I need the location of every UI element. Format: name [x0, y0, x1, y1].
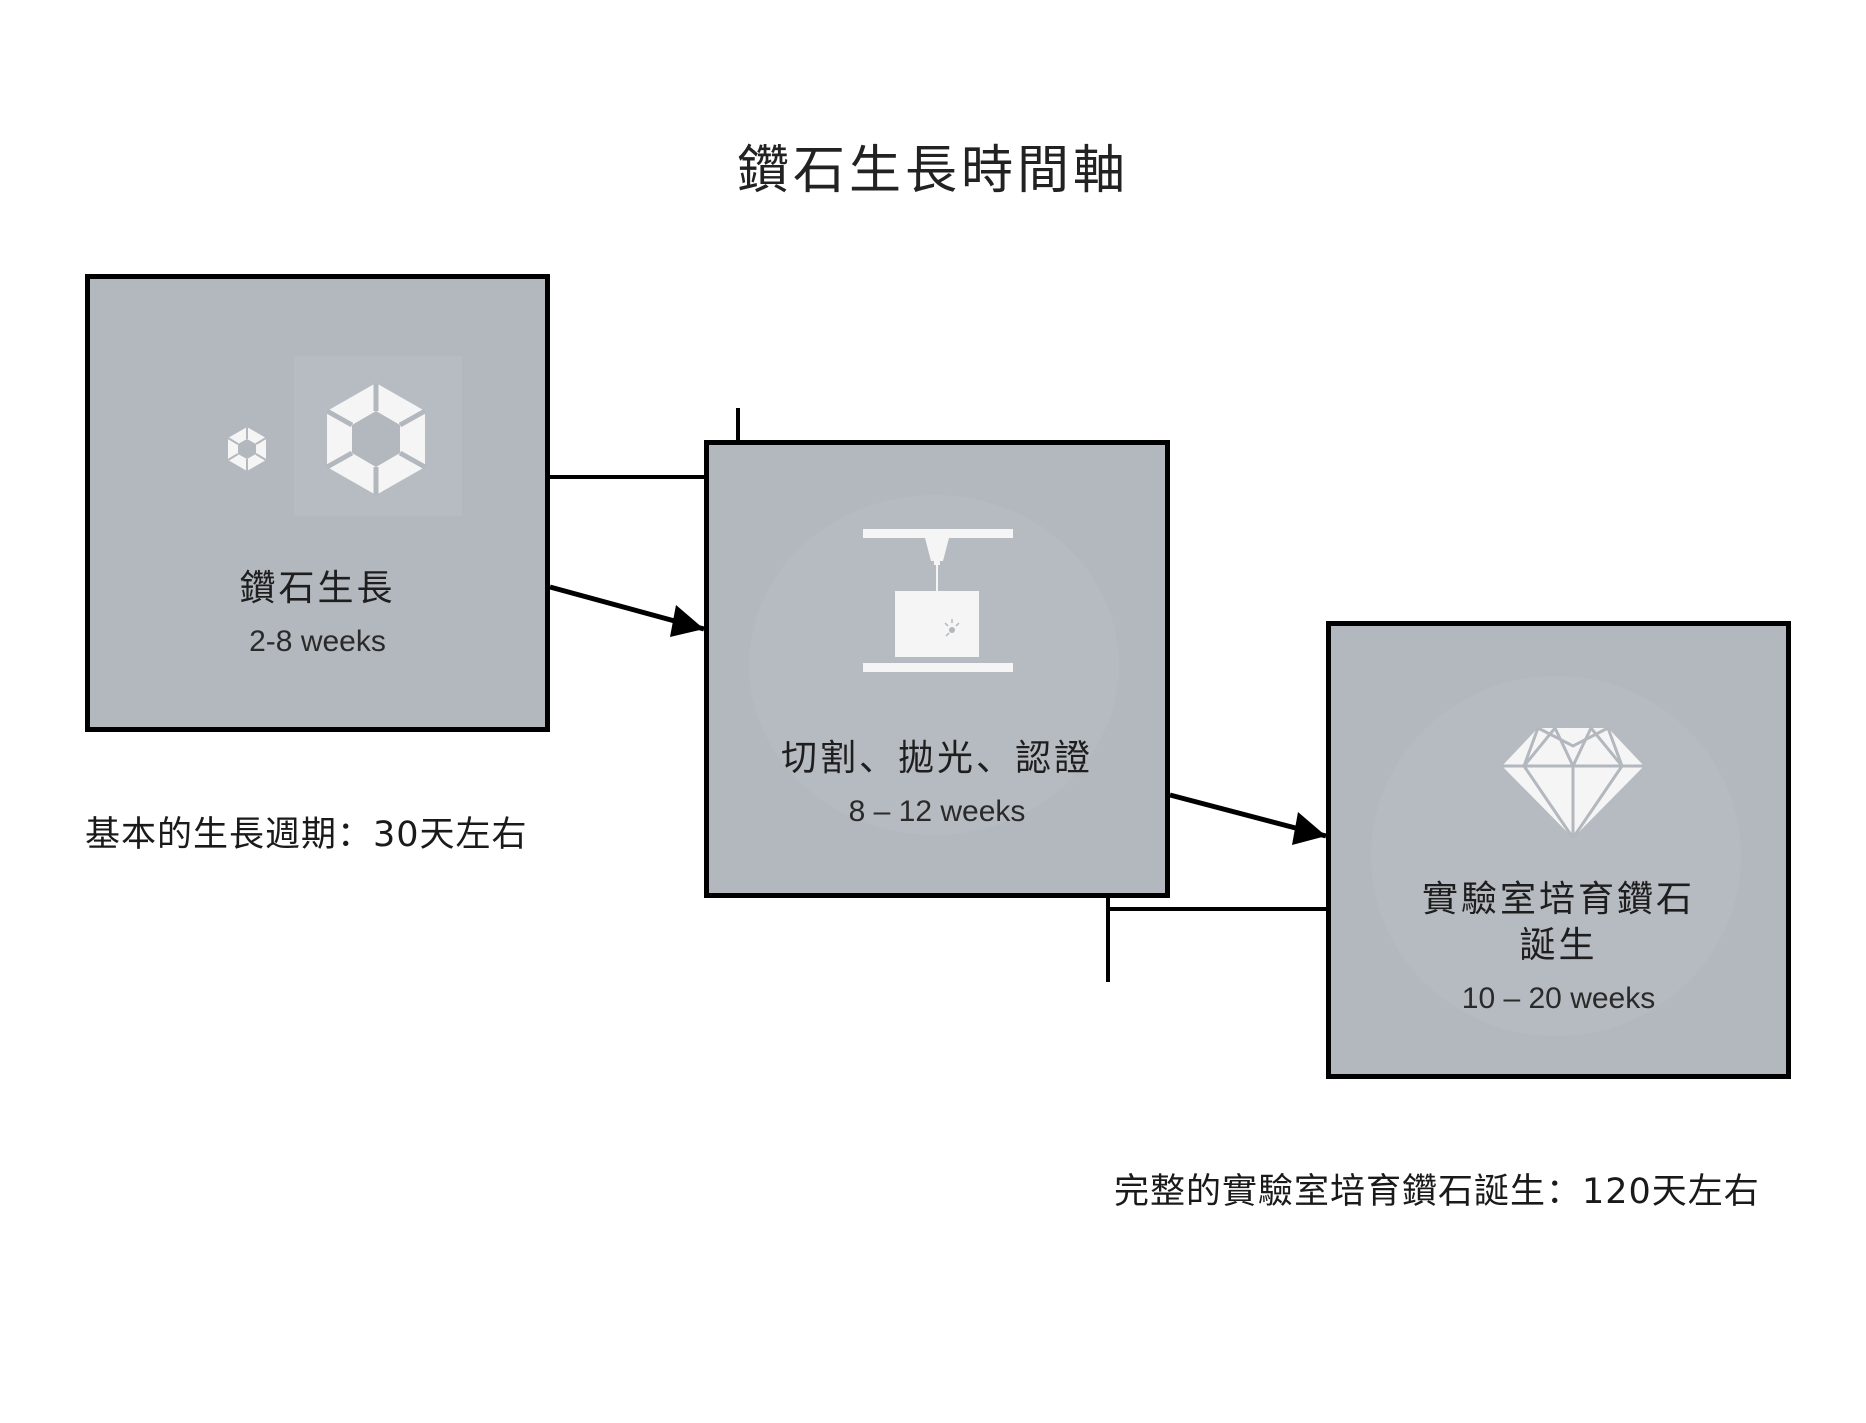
growth-cycle-note: 基本的生長週期：30天左右: [85, 815, 528, 855]
laser-cutter-icon: [863, 529, 1013, 672]
step-duration: 8 – 12 weeks: [848, 795, 1026, 828]
step-name-line2: 誕生: [1519, 925, 1598, 966]
step-name: 切割、拋光、認證: [780, 738, 1093, 779]
arrowhead-1: [670, 605, 704, 637]
step-box-diamond-growth: 鑽石生長 2-8 weeks: [85, 274, 550, 732]
step-duration: 2-8 weeks: [249, 625, 386, 658]
elbow-connector-2: [1106, 907, 1326, 982]
step-box-cut-polish-certify: 切割、拋光、認證 8 – 12 weeks: [704, 440, 1170, 898]
step-name: 鑽石生長: [239, 568, 396, 609]
total-time-note: 完整的實驗室培育鑽石誕生：120天左右: [1114, 1172, 1760, 1212]
step-name-line1: 實驗室培育鑽石: [1421, 879, 1695, 920]
arrowhead-2: [1292, 812, 1326, 845]
hexagon-gem-icon: [325, 383, 427, 495]
diamond-icon: [1502, 725, 1644, 839]
diagram-title: 鑽石生長時間軸: [736, 141, 1129, 201]
step-duration: 10 – 20 weeks: [1461, 982, 1656, 1015]
step-box-lab-diamond-born: 實驗室培育鑽石 誕生 10 – 20 weeks: [1326, 621, 1791, 1079]
small-hexagon-gem-icon: [227, 427, 267, 471]
